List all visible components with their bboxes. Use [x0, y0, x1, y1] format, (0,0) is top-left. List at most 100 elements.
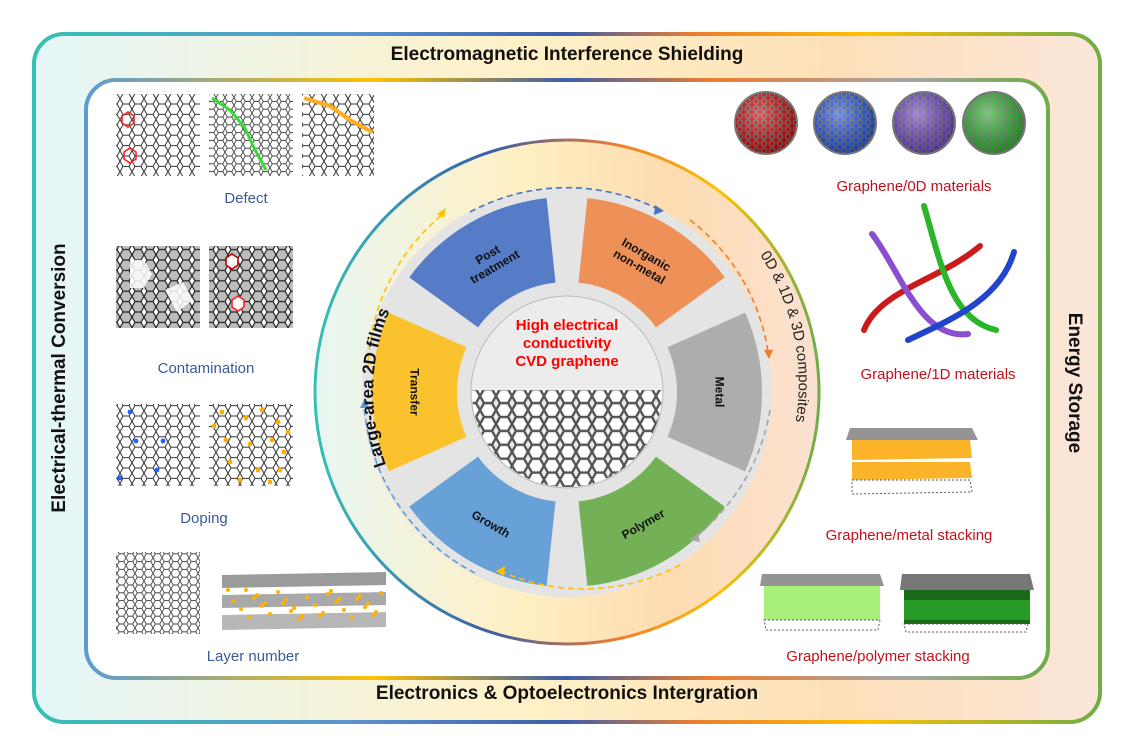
intercalant-dot	[281, 601, 285, 605]
fullerene-images	[734, 91, 1026, 155]
fullerene-2	[813, 91, 877, 155]
arrow-top	[469, 186, 661, 213]
intercalant-dot	[337, 597, 341, 601]
arrow-head-lower-left	[360, 398, 369, 408]
intercalant-dot	[355, 597, 359, 601]
intercalant-dot	[276, 590, 280, 594]
nanotube-3	[869, 231, 971, 338]
center-title-line1: High electrical	[516, 317, 619, 334]
label-graphene-1d: Graphene/1D materials	[860, 366, 1016, 383]
intercalant-dot	[374, 610, 378, 614]
doping-images	[116, 404, 293, 486]
intercalant-dot	[358, 594, 362, 598]
intercalant-dot	[379, 591, 383, 595]
intercalant-dot	[305, 595, 309, 599]
label-layer-number: Layer number	[206, 648, 300, 665]
frame-title-left: Electrical-thermal Conversion	[49, 243, 70, 513]
contamination-images	[116, 246, 293, 328]
fullerene-1	[734, 91, 798, 155]
arrow-lower-left	[363, 403, 476, 574]
intercalant-dot	[342, 608, 346, 612]
nanotube-image	[861, 203, 1017, 343]
intercalant-dot	[292, 606, 296, 610]
arrow-head-bottom	[496, 566, 505, 576]
arrow-head-upper-right	[764, 350, 773, 359]
intercalant-dot	[326, 592, 330, 596]
intercalant-dot	[289, 609, 293, 613]
segment-label: Transfer	[408, 368, 422, 416]
intercalant-dot	[244, 588, 248, 592]
metal-stack-image	[846, 428, 978, 495]
dopant-dot	[269, 437, 275, 443]
arrow-head-top	[654, 205, 664, 215]
intercalant-dot	[321, 611, 325, 615]
label-defect: Defect	[224, 190, 268, 207]
label-doping: Doping	[180, 510, 228, 527]
intercalant-dot	[363, 605, 367, 609]
segment-polymer: Polymer	[578, 456, 725, 586]
segment-growth: Growth	[409, 456, 556, 586]
intercalant-dot	[260, 604, 264, 608]
intercalant-dot	[318, 614, 322, 618]
intercalant-dot	[284, 598, 288, 602]
segment-transfer: Transfer	[372, 312, 467, 472]
frame-title-bottom: Electronics & Optoelectronics Intergrati…	[375, 683, 759, 704]
intercalant-dot	[350, 616, 354, 620]
arrow-bottom	[499, 564, 681, 590]
dopant-dot	[255, 467, 261, 473]
center-title-line2: conductivity	[523, 335, 612, 352]
dopant-dot	[243, 415, 249, 421]
arrow-upper-left	[367, 213, 444, 371]
intercalant-dot	[239, 607, 243, 611]
fullerene-4	[962, 91, 1026, 155]
intercalant-dot	[300, 614, 304, 618]
label-graphene-metal: Graphene/metal stacking	[825, 527, 993, 544]
label-graphene-0d: Graphene/0D materials	[836, 178, 992, 195]
dopant-dot	[211, 423, 217, 429]
dopant-dot	[285, 429, 291, 435]
dopant-dot	[223, 437, 229, 443]
intercalant-dot	[366, 602, 370, 606]
arrow-head-upper-left	[437, 208, 446, 218]
intercalant-dot	[231, 599, 235, 603]
dopant-dot	[281, 449, 287, 455]
nanotube-4	[905, 249, 1017, 343]
dopant-dot	[275, 419, 281, 425]
nanotube-2	[921, 203, 999, 333]
intercalant-dot	[297, 617, 301, 621]
label-contamination: Contamination	[157, 360, 255, 377]
intercalant-dot	[247, 615, 251, 619]
intercalant-dot	[334, 600, 338, 604]
intercalant-dot	[268, 612, 272, 616]
frame-title-right: Energy Storage	[1064, 312, 1085, 454]
segment-inorganic-non-metal: Inorganicnon-metal	[578, 198, 725, 328]
dopant-dot	[227, 459, 233, 465]
segment-post-treatment: Posttreatment	[409, 198, 556, 328]
dopant-dot	[219, 409, 225, 415]
center-title-line3: CVD graphene	[515, 353, 618, 370]
intercalant-dot	[329, 589, 333, 593]
intercalant-dot	[255, 593, 259, 597]
intercalant-dot	[371, 613, 375, 617]
segment-metal: Metal	[667, 312, 762, 472]
intercalant-dot	[252, 596, 256, 600]
fullerene-3	[892, 91, 956, 155]
frame-title-top: Electromagnetic Interference Shielding	[390, 44, 744, 65]
arrow-lower-right	[693, 409, 771, 539]
dopant-dot	[247, 441, 253, 447]
polymer-stack-images	[760, 574, 1034, 633]
nanotube-1	[861, 243, 983, 333]
dopant-dot	[267, 479, 273, 485]
segment-label: Metal	[713, 377, 727, 408]
dopant-dot	[259, 407, 265, 413]
intercalant-dot	[263, 601, 267, 605]
dopant-dot	[277, 467, 283, 473]
layer-number-images	[116, 552, 386, 634]
arrow-head-lower-right	[690, 533, 700, 542]
intercalant-dot	[313, 603, 317, 607]
defect-images	[116, 94, 374, 176]
intercalant-dot	[226, 588, 230, 592]
label-graphene-polymer: Graphene/polymer stacking	[786, 648, 970, 665]
